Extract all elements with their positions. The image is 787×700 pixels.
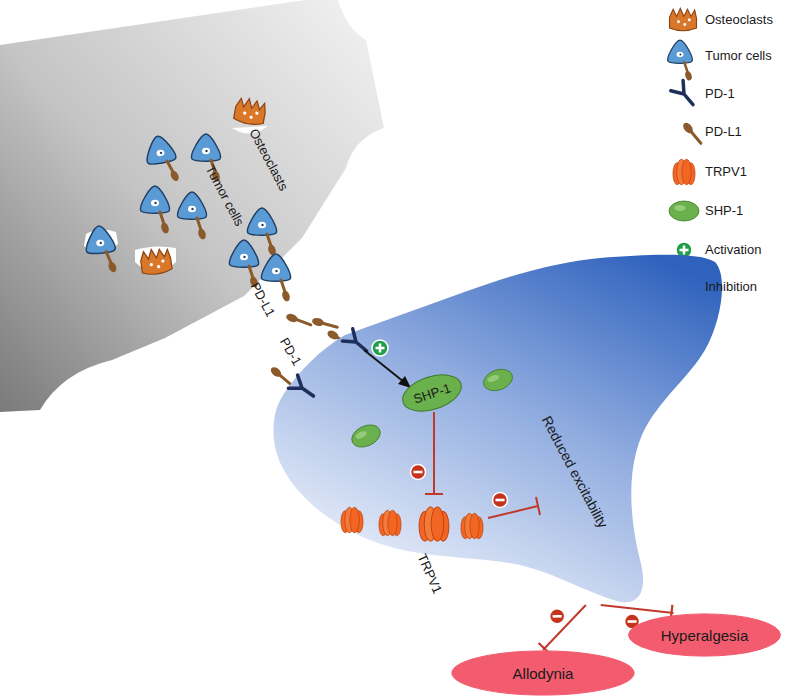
node-text: Allodynia bbox=[513, 665, 574, 682]
legend-trpv1-icon bbox=[673, 159, 695, 185]
inhibition-line bbox=[425, 412, 443, 494]
legend-tumor-icon bbox=[668, 40, 693, 81]
ellipse-shape bbox=[629, 614, 781, 656]
legend-shp1-icon bbox=[669, 201, 699, 221]
legend-text: PD-1 bbox=[705, 87, 735, 102]
part-label: TRPV1 bbox=[414, 552, 445, 596]
shp-1-molecule bbox=[480, 365, 515, 394]
neuron-terminal: Reduced excitabilitySHP-1 bbox=[265, 250, 730, 605]
tumor-cell bbox=[84, 225, 118, 276]
legend-osteoclast-icon bbox=[670, 8, 697, 31]
legend-text: Activation bbox=[705, 243, 761, 258]
activation-symbol bbox=[372, 340, 388, 356]
trpv1-channel bbox=[379, 510, 401, 536]
legend-text: Osteoclasts bbox=[705, 13, 773, 28]
pd-1-receptor bbox=[288, 375, 318, 402]
neuron-outline bbox=[273, 255, 722, 603]
outcome-ellipse: Allodynia bbox=[450, 650, 636, 696]
connector-line bbox=[601, 605, 674, 613]
inhibition-symbol bbox=[411, 465, 426, 480]
connector-line bbox=[543, 605, 586, 650]
legend-text: PD-L1 bbox=[705, 125, 742, 140]
tumor-cell bbox=[141, 186, 171, 234]
part-label: PD-L1 bbox=[247, 280, 277, 320]
tumor-cell bbox=[230, 240, 260, 288]
pd-l1-ligand bbox=[311, 317, 338, 331]
legend-text: Tumor cells bbox=[705, 49, 772, 64]
pd-l1-ligand bbox=[269, 365, 294, 388]
ellipse-shape bbox=[452, 651, 634, 695]
ellipse-shape bbox=[398, 368, 466, 418]
pd-l1-ligand bbox=[285, 312, 312, 328]
legend-pd1-icon bbox=[671, 80, 699, 109]
legend-text: TRPV1 bbox=[705, 165, 747, 180]
legend-pdl1-icon bbox=[681, 121, 704, 146]
tumor-cell bbox=[178, 192, 208, 240]
tumor-cell bbox=[143, 134, 181, 187]
osteoclast bbox=[233, 97, 267, 127]
trpv1-channel bbox=[341, 507, 363, 533]
inhibition-symbol bbox=[550, 609, 565, 624]
outcome-ellipse: Hyperalgesia bbox=[627, 613, 782, 657]
node-text: Hyperalgesia bbox=[661, 627, 749, 644]
trpv1-channel bbox=[461, 513, 483, 539]
inhibition-symbol bbox=[493, 493, 508, 508]
trpv1-channel bbox=[419, 507, 449, 542]
arrowhead bbox=[398, 376, 411, 388]
osteoclast bbox=[139, 247, 172, 276]
inhibition-connector bbox=[539, 605, 586, 654]
shp-1-molecule bbox=[348, 421, 384, 452]
legend-text: Inhibition bbox=[705, 280, 757, 295]
legend-text: SHP-1 bbox=[705, 204, 743, 219]
part-label: PD-1 bbox=[276, 335, 304, 368]
